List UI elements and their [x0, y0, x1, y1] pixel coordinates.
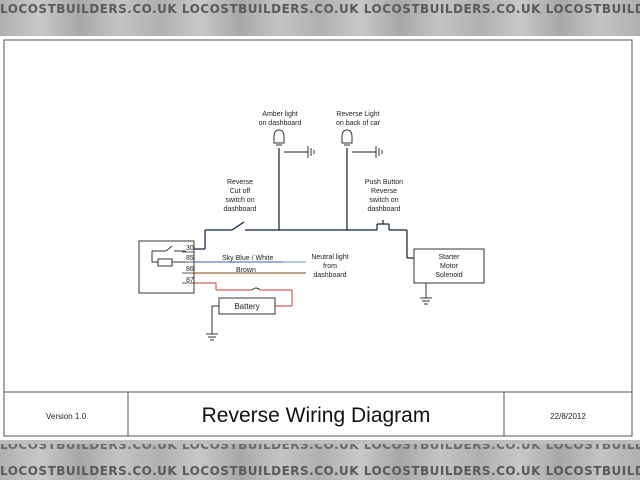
wiring-diagram: 30 85 86 87 Sky Blue / White Brown Batte… [3, 39, 633, 437]
reverse-cutoff-label-line-3: switch on [225, 197, 254, 204]
neutral-light-label-line-3: dashboard [313, 272, 346, 279]
diagram-sheet: 30 85 86 87 Sky Blue / White Brown Batte… [0, 36, 640, 440]
reverse-light-label-line-1: Reverse Light [336, 111, 379, 118]
starter-solenoid-box [413, 248, 485, 284]
reverse-light-label-line-2: on back of car [336, 120, 381, 127]
relay-box [138, 240, 195, 294]
amber-light-label: Amber light on dashboard [259, 111, 302, 127]
push-button-icon [376, 220, 390, 230]
amber-light-label-line-2: on dashboard [259, 120, 302, 127]
ground-icon [420, 297, 432, 305]
ground-icon [307, 146, 315, 158]
reverse-light-bulb-icon [341, 129, 353, 146]
reverse-cutoff-label-line-4: dashboard [223, 206, 256, 213]
watermark-text: LOCOSTBUILDERS.CO.UK LOCOSTBUILDERS.CO.U… [0, 2, 640, 16]
watermark-bottom: LOCOSTBUILDERS.CO.UK LOCOSTBUILDERS.CO.U… [0, 444, 640, 480]
neutral-light-label-line-1: Neutral light [311, 254, 348, 261]
cutoff-switch-contact [231, 221, 245, 231]
neutral-light-label: Neutral light from dashboard [311, 254, 348, 279]
push-button-label-line-2: Reverse [371, 188, 397, 195]
title-block: Version 1.0 Reverse Wiring Diagram 22/8/… [0, 392, 640, 440]
ground-icon [375, 146, 383, 158]
solenoid-label-line1: Starter [438, 254, 460, 261]
battery-label: Battery [234, 302, 259, 311]
push-button-label-line-4: dashboard [367, 206, 400, 213]
fuse-icon [251, 287, 261, 291]
push-button-label-line-3: switch on [369, 197, 398, 204]
reverse-light-label: Reverse Light on back of car [336, 111, 381, 127]
relay-pin-30: 30 [186, 245, 194, 252]
amber-light-label-line-1: Amber light [262, 111, 297, 118]
relay-coil-icon [151, 245, 186, 267]
relay-pin-85: 85 [186, 255, 194, 262]
wire-label-brown: Brown [236, 267, 256, 274]
neutral-light-label-line-2: from [323, 263, 337, 270]
solenoid-label-line3: Solenoid [435, 272, 462, 279]
date-label: 22/8/2012 [550, 411, 586, 421]
sheet-border [3, 39, 633, 437]
wire-label-sky-blue-white: Sky Blue / White [222, 255, 273, 262]
reverse-cutoff-label-line-1: Reverse [227, 179, 253, 186]
relay-pin-86: 86 [186, 266, 194, 273]
version-label: Version 1.0 [45, 411, 87, 421]
watermark-top: LOCOSTBUILDERS.CO.UK LOCOSTBUILDERS.CO.U… [0, 0, 640, 36]
reverse-cutoff-label-line-2: Cut off [230, 188, 251, 195]
watermark-text: LOCOSTBUILDERS.CO.UK LOCOSTBUILDERS.CO.U… [0, 444, 640, 452]
solenoid-label-line2: Motor [440, 263, 459, 270]
push-button-label-line-1: Push Button [365, 179, 403, 186]
diagram-title: Reverse Wiring Diagram [201, 404, 431, 427]
watermark-text: LOCOSTBUILDERS.CO.UK LOCOSTBUILDERS.CO.U… [0, 464, 640, 478]
relay-pin-87: 87 [186, 277, 194, 284]
ground-icon [206, 333, 218, 341]
amber-light-bulb-icon [273, 129, 285, 146]
